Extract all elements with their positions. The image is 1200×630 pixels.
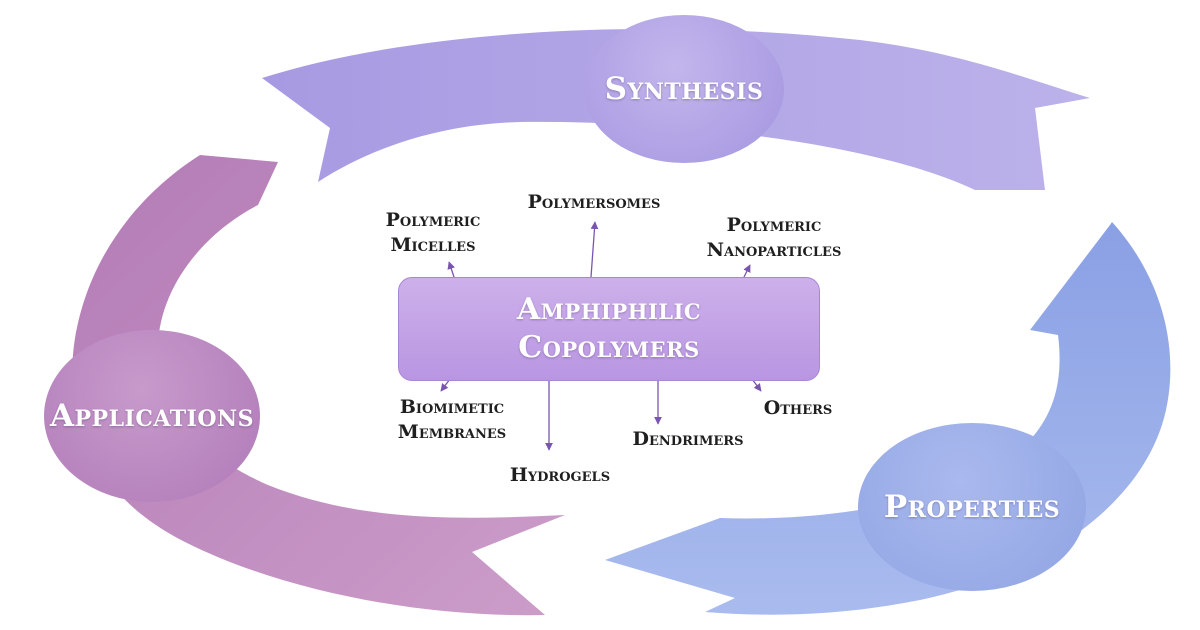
connector-micelles [447,261,455,278]
applications-node: Applications [44,330,260,502]
center-title-line1: Amphiphilic [516,292,702,327]
others-text: Others [763,397,833,419]
polymeric-nanoparticles-line1: Polymeric [726,214,822,236]
biomimetic-membranes-line1: Biomimetic [399,396,505,418]
biomimetic-membranes-line2: Membranes [397,421,507,443]
dendrimers-label: Dendrimers [633,427,744,452]
applications-arrow [72,155,565,616]
synthesis-label: Synthesis [604,71,764,107]
dendrimers-text: Dendrimers [632,428,744,450]
synthesis-node: Synthesis [584,15,784,163]
polymeric-micelles-label: Polymeric Micelles [386,208,481,258]
polymersomes-label: Polymersomes [528,190,661,215]
properties-label: Properties [883,489,1061,525]
polymeric-nanoparticles-line2: Nanoparticles [706,239,842,261]
connector-others [751,378,762,392]
hydrogels-label: Hydrogels [510,463,610,488]
biomimetic-membranes-label: Biomimetic Membranes [398,395,506,445]
others-label: Others [764,396,833,421]
applications-label: Applications [49,398,255,434]
properties-node: Properties [858,423,1086,591]
connector-membranes [440,378,451,392]
polymersomes-text: Polymersomes [527,191,661,213]
connector-nanoparticles [743,264,751,278]
polymeric-micelles-line1: Polymeric [385,209,481,231]
connector-polymersomes [590,221,599,278]
hydrogels-text: Hydrogels [509,464,611,486]
polymeric-micelles-line2: Micelles [390,234,476,256]
polymeric-nanoparticles-label: Polymeric Nanoparticles [707,213,842,263]
center-title-line2: Copolymers [518,330,700,365]
amphiphilic-copolymers-box: Amphiphilic Copolymers [398,277,820,381]
